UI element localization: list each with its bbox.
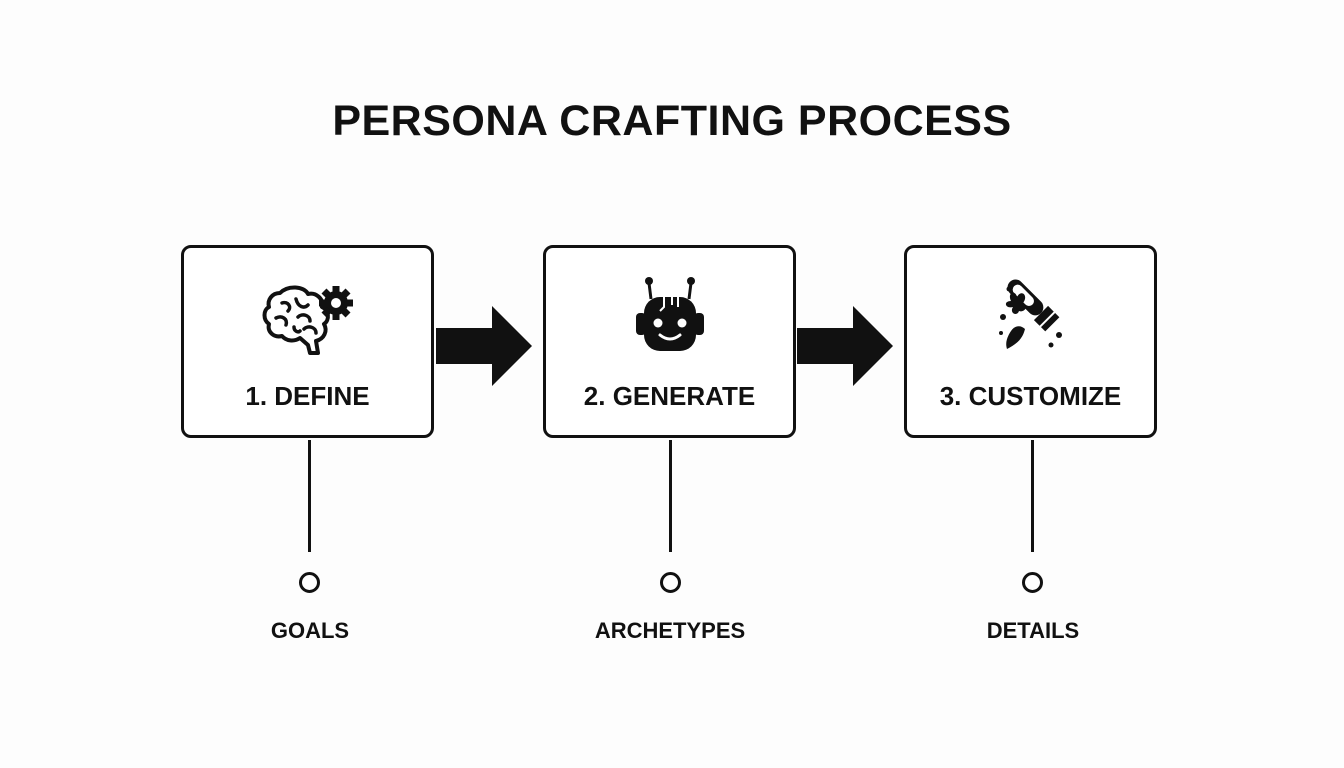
arrow-right-icon [797, 306, 893, 386]
diagram-title: PERSONA CRAFTING PROCESS [332, 97, 1012, 145]
step-box-define: 1. DEFINE [181, 245, 434, 438]
connector-node [660, 572, 681, 593]
brain-gear-icon [258, 273, 358, 361]
step-label-define: 1. DEFINE [245, 381, 370, 411]
robot-icon [620, 273, 720, 361]
sub-label-goals: GOALS [270, 618, 350, 643]
connector-line [308, 440, 311, 552]
sub-label-archetypes: ARCHETYPES [594, 618, 746, 643]
connector-node [1022, 572, 1043, 593]
sub-label-details: DETAILS [986, 618, 1080, 643]
connector-line [1031, 440, 1034, 552]
connector-line [669, 440, 672, 552]
step-box-generate: 2. GENERATE [543, 245, 796, 438]
step-label-generate: 2. GENERATE [583, 381, 756, 411]
step-box-customize: 3. CUSTOMIZE [904, 245, 1157, 438]
connector-node [299, 572, 320, 593]
paintbrush-splash-icon [981, 273, 1081, 361]
arrow-right-icon [436, 306, 532, 386]
step-label-customize: 3. CUSTOMIZE [939, 381, 1122, 411]
